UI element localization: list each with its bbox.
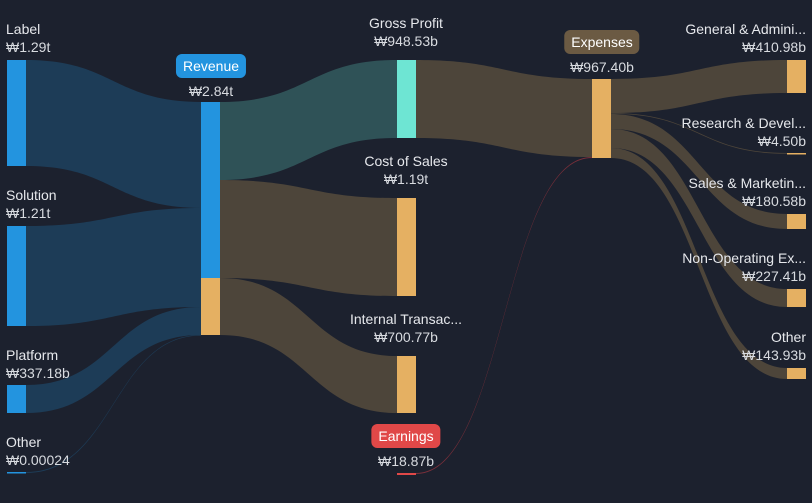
node-label-ga: General & Admini...₩410.98b [685, 21, 806, 55]
node-label-other-out: Other₩143.93b [742, 329, 806, 363]
link-other-revenue [26, 335, 201, 473]
node-label-revenue: Revenue₩2.84t [175, 54, 247, 100]
link-expenses-other [611, 148, 787, 379]
expenses-pill: Expenses [564, 30, 640, 54]
node-label [7, 60, 26, 166]
node-label-expenses: Expenses₩967.40b [564, 30, 640, 76]
node-label-nonop: Non-Operating Ex...₩227.41b [682, 250, 806, 284]
node-gross-profit [397, 60, 416, 138]
link-expenses-ga [611, 60, 787, 113]
node-revenue [201, 102, 220, 278]
link-label-revenue [26, 60, 201, 208]
node-other-in [7, 472, 26, 474]
link-platform-revenue [26, 307, 201, 413]
node-label-other-in: Other₩0.00024 [6, 434, 70, 468]
link-expenses-sm [611, 114, 787, 229]
node-label-earnings: Earnings₩18.87b [371, 424, 441, 470]
node-expenses [592, 79, 611, 158]
earnings-pill: Earnings [371, 424, 441, 448]
node-ga [787, 60, 806, 93]
link-revenue-gross-profit [220, 60, 397, 180]
node-label-solution: Solution₩1.21t [6, 187, 57, 221]
node-label-cost-of-sales: Cost of Sales₩1.19t [364, 153, 448, 187]
node-label-label: Label₩1.29t [6, 21, 51, 55]
link-expenses-rd [611, 113, 787, 154]
node-other-out [787, 368, 806, 379]
node-platform [7, 385, 26, 413]
node-solution [7, 226, 26, 326]
node-label-gross-profit: Gross Profit₩948.53b [369, 15, 443, 49]
node-label-internal: Internal Transac...₩700.77b [349, 311, 463, 345]
node-label-rd: Research & Devel...₩4.50b [681, 115, 807, 149]
link-earnings-expenses [416, 157, 592, 474]
link-gross-profit-expenses [416, 60, 592, 157]
node-nonop [787, 289, 806, 307]
link-revenue-internal [220, 278, 397, 413]
node-label-platform: Platform₩337.18b [6, 347, 70, 381]
node-label-sm: Sales & Marketin...₩180.58b [688, 175, 807, 209]
link-solution-revenue [26, 208, 201, 326]
node-internal [397, 356, 416, 413]
node-earnings [397, 473, 416, 475]
link-expenses-nonop [611, 129, 787, 307]
node-revenue-internal [201, 278, 220, 335]
link-revenue-cost-of-sales [220, 180, 397, 296]
node-rd [787, 153, 806, 155]
node-sm [787, 214, 806, 229]
revenue-pill: Revenue [175, 54, 247, 78]
node-cost-of-sales [397, 198, 416, 296]
